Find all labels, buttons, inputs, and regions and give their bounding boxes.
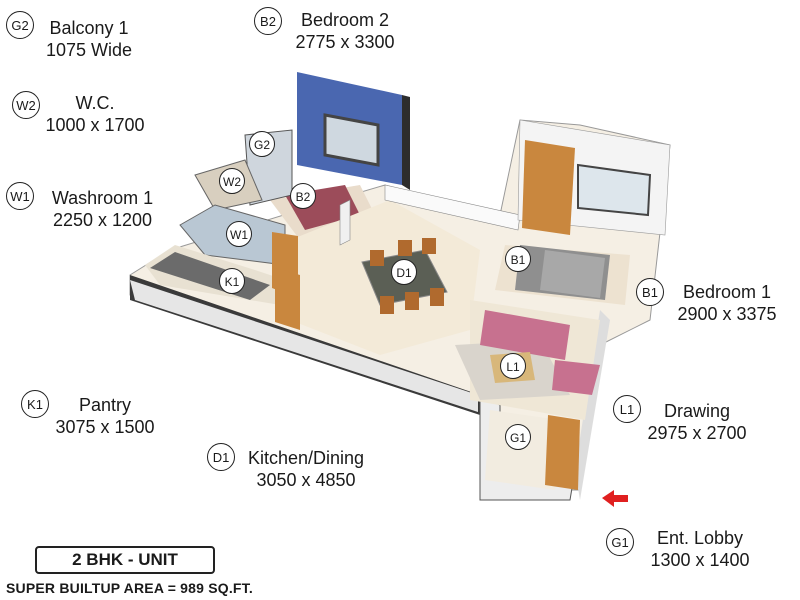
pantry-door <box>275 268 300 330</box>
legend-bedroom1-name: Bedroom 1 <box>682 282 772 302</box>
legend-ent-lobby-name: Ent. Lobby <box>656 528 744 548</box>
legend-ent-lobby-dim: 1300 x 1400 <box>650 550 750 570</box>
badge-g2-legend: G2 <box>6 11 34 39</box>
legend-kitchen-dining: Kitchen/Dining 3050 x 4850 <box>236 447 376 491</box>
entrance-door <box>545 415 580 490</box>
living-armchair <box>552 360 600 395</box>
legend-bedroom2: Bedroom 2 2775 x 3300 <box>280 9 410 53</box>
legend-drawing: Drawing 2975 x 2700 <box>638 400 756 444</box>
interior-wall-1 <box>339 199 351 246</box>
bedroom1-wardrobe <box>522 140 575 235</box>
entrance-floor <box>485 410 560 490</box>
legend-pantry: Pantry 3075 x 1500 <box>45 394 165 438</box>
legend-wc-dim: 1000 x 1700 <box>45 115 145 135</box>
bedroom1-window <box>577 163 652 217</box>
badge-k1-legend: K1 <box>21 390 49 418</box>
badge-b2-legend: B2 <box>254 7 282 35</box>
legend-pantry-name: Pantry <box>78 395 132 415</box>
plan-badge-b1: B1 <box>505 246 531 272</box>
badge-l1-legend: L1 <box>613 395 641 423</box>
legend-kitchen-dining-dim: 3050 x 4850 <box>256 470 356 490</box>
legend-pantry-dim: 3075 x 1500 <box>55 417 155 437</box>
badge-g1-legend: G1 <box>606 528 634 556</box>
legend-bedroom1-dim: 2900 x 3375 <box>677 304 777 324</box>
entry-arrow-icon <box>602 490 628 507</box>
badge-d1-legend: D1 <box>207 443 235 471</box>
interior-wall-2 <box>384 184 521 231</box>
legend-washroom1-dim: 2250 x 1200 <box>52 210 153 230</box>
legend-wc-name: W.C. <box>75 93 115 113</box>
legend-drawing-dim: 2975 x 2700 <box>647 423 747 443</box>
outer-wall-right <box>575 310 610 500</box>
legend-bedroom2-name: Bedroom 2 <box>300 10 390 30</box>
plan-badge-w2: W2 <box>219 168 245 194</box>
legend-balcony1: Balcony 1 1075 Wide <box>34 17 144 61</box>
living-sofa <box>480 310 570 360</box>
bedroom2-side-wall <box>402 95 410 190</box>
bedroom1-bed-cover <box>540 250 605 298</box>
legend-ent-lobby: Ent. Lobby 1300 x 1400 <box>640 527 760 571</box>
plan-badge-l1: L1 <box>500 353 526 379</box>
dining-chairs <box>370 238 444 314</box>
plan-badge-g2: G2 <box>249 131 275 157</box>
legend-bedroom1: Bedroom 1 2900 x 3375 <box>664 281 790 325</box>
plan-badge-g1: G1 <box>505 424 531 450</box>
legend-wc: W.C. 1000 x 1700 <box>36 92 154 136</box>
legend-washroom1: Washroom 1 2250 x 1200 <box>40 187 165 231</box>
legend-balcony1-name: Balcony 1 <box>49 18 129 38</box>
legend-washroom1-name: Washroom 1 <box>51 188 154 208</box>
badge-w1-legend: W1 <box>6 182 34 210</box>
plan-badge-w1: W1 <box>226 221 252 247</box>
plan-badge-k1: K1 <box>219 268 245 294</box>
badge-w2-legend: W2 <box>12 91 40 119</box>
super-builtup-area: SUPER BUILTUP AREA = 989 SQ.FT. <box>6 580 253 596</box>
unit-type-box: 2 BHK - UNIT <box>35 546 215 574</box>
badge-b1-legend: B1 <box>636 278 664 306</box>
plan-badge-b2: B2 <box>290 183 316 209</box>
legend-bedroom2-dim: 2775 x 3300 <box>295 32 395 52</box>
outer-wall-left-face <box>130 280 478 412</box>
bedroom2-window <box>323 113 380 167</box>
legend-balcony1-dim: 1075 Wide <box>45 40 133 60</box>
legend-drawing-name: Drawing <box>663 401 731 421</box>
plan-badge-d1: D1 <box>391 259 417 285</box>
legend-kitchen-dining-name: Kitchen/Dining <box>247 448 365 468</box>
